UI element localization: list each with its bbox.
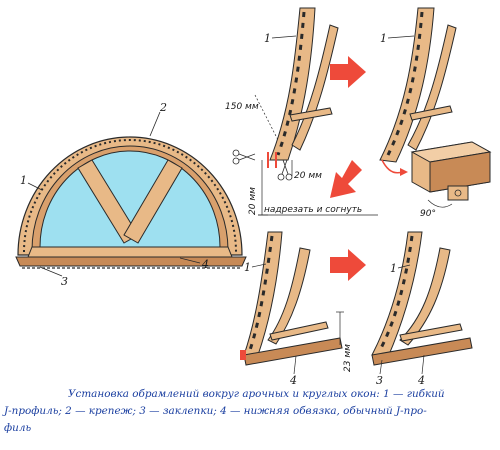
label-profile-step1: 1 [264, 32, 271, 45]
label-fastener: 2 [159, 101, 167, 114]
label-profile-step3: 1 [244, 261, 251, 274]
arrow-right-icon [330, 56, 366, 88]
dimension-angle-90: 90° [420, 209, 436, 219]
step1-cut-profile [232, 7, 339, 216]
label-profile-step4: 1 [390, 262, 397, 275]
dimension-20mm-right: 20 мм [294, 171, 322, 181]
figure-caption: Установка обрамлений вокруг арочных и кр… [4, 386, 494, 437]
bend-detail [410, 141, 492, 208]
arched-window [15, 136, 247, 269]
label-bottom-frame-step4: 4 [417, 374, 425, 385]
dimension-20mm-vertical: 20 мм [248, 187, 258, 215]
caption-line-1: Установка обрамлений вокруг арочных и кр… [68, 388, 445, 400]
label-profile-step2: 1 [380, 32, 387, 45]
dimension-23mm: 23 мм [343, 344, 353, 372]
label-bottom-frame-step3: 4 [289, 374, 297, 385]
step3-profile-with-frame [240, 231, 344, 366]
step2-bent-profile [379, 7, 457, 163]
caption-line-3: филь [4, 422, 32, 434]
arrow-down-left-icon [330, 160, 362, 198]
window-trim-diagram: 1 2 3 4 1 150 мм 20 мм 20 мм надрезать и… [15, 7, 492, 385]
caption-line-2: J-профиль; 2 — крепеж; 3 — заклепки; 4 —… [4, 405, 427, 417]
label-rivet-step4: 3 [376, 374, 383, 385]
label-bottom-frame-left: 4 [201, 258, 209, 271]
arrow-right-icon-2 [330, 249, 366, 281]
instruction-cut-and-bend: надрезать и согнуть [264, 205, 362, 215]
dimension-150mm: 150 мм [225, 102, 259, 112]
label-profile-left: 1 [20, 174, 27, 187]
label-rivet: 3 [61, 275, 68, 288]
step4-finished-corner [371, 231, 473, 366]
scissors-icon [232, 149, 293, 181]
